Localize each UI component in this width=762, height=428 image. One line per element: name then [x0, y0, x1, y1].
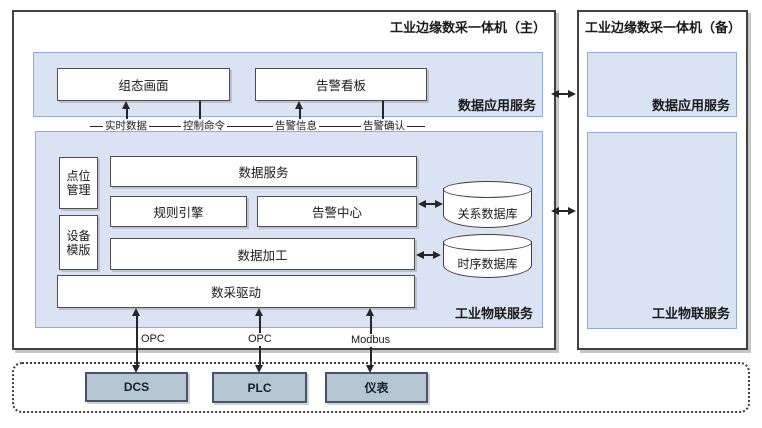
hmi-screen-box: 组态画面 — [57, 68, 230, 101]
rule-engine-box: 规则引擎 — [110, 196, 247, 227]
arrow-up-icon — [122, 101, 130, 109]
arrow-right-icon — [435, 200, 443, 208]
protocol-label-modbus: Modbus — [349, 334, 393, 347]
main-backup-link-bottom — [558, 210, 569, 212]
arrow-down-icon — [255, 365, 263, 373]
dcs-box: DCS — [85, 372, 188, 402]
arrow-up-icon — [255, 308, 263, 316]
point-management-box: 点位管理 — [59, 157, 98, 209]
database-icon — [443, 234, 532, 251]
alarm-db-link-line — [425, 203, 437, 205]
flow-label-realtime-data: 实时数据 — [103, 119, 149, 133]
flow-label-alarm-info: 告警信息 — [273, 119, 319, 133]
arrow-up-icon — [366, 308, 374, 316]
main-iot-service-label: 工业物联服务 — [454, 306, 533, 321]
arrow-left-icon — [416, 251, 424, 259]
main-machine-title: 工业边缘数采一体机（主） — [389, 20, 546, 35]
arrow-down-icon — [132, 365, 140, 373]
arrow-left-icon — [551, 90, 559, 98]
main-app-service-label: 数据应用服务 — [457, 98, 536, 113]
arrow-right-icon — [433, 251, 441, 259]
protocol-label-opc-middle: OPC — [246, 333, 274, 346]
protocol-label-opc-left: OPC — [139, 333, 167, 346]
processing-db-link-line — [423, 254, 435, 256]
arrow-left-icon — [551, 207, 559, 215]
main-backup-link-top — [558, 93, 569, 95]
arrow-right-icon — [568, 207, 576, 215]
arrow-left-icon — [418, 200, 426, 208]
arrow-down-icon — [366, 365, 374, 373]
relational-db-cylinder: 关系数据库 — [443, 181, 532, 228]
instrument-box: 仪表 — [325, 372, 428, 403]
flow-label-alarm-ack: 告警确认 — [361, 119, 407, 133]
database-icon — [443, 181, 532, 198]
field-device-area — [12, 362, 750, 413]
timeseries-db-label: 时序数据库 — [457, 257, 518, 271]
device-template-box: 设备模版 — [59, 215, 98, 270]
backup-machine-title: 工业边缘数采一体机（备） — [584, 20, 741, 35]
relational-db-label: 关系数据库 — [457, 207, 518, 221]
backup-iot-service-layer — [587, 132, 737, 329]
arrow-right-icon — [568, 90, 576, 98]
data-processing-box: 数据加工 — [110, 238, 415, 270]
timeseries-db-cylinder: 时序数据库 — [443, 234, 532, 278]
backup-app-service-label: 数据应用服务 — [651, 98, 730, 113]
data-service-box: 数据服务 — [110, 156, 417, 187]
backup-app-service-layer — [587, 52, 737, 117]
alarm-center-box: 告警中心 — [257, 196, 417, 227]
daq-driver-box: 数采驱动 — [57, 275, 415, 308]
alarm-board-box: 告警看板 — [255, 68, 427, 101]
plc-box: PLC — [212, 372, 307, 403]
arrow-up-icon — [132, 308, 140, 316]
backup-iot-service-label: 工业物联服务 — [651, 306, 730, 321]
arrow-up-icon — [295, 101, 303, 109]
opc-line-dcs — [136, 315, 138, 366]
flow-connector-line — [90, 126, 425, 127]
flow-label-control-command: 控制命令 — [181, 119, 227, 133]
